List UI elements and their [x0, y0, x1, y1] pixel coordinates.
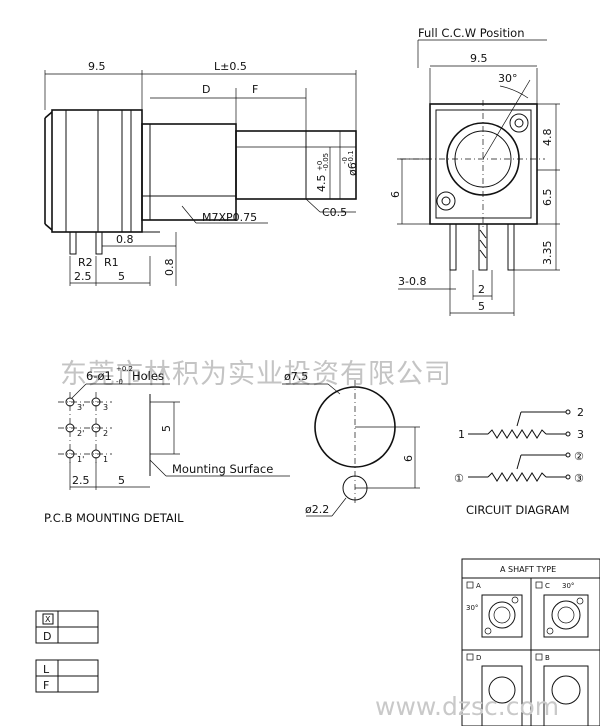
- shaft-cell-a-angle: 30°: [466, 604, 478, 612]
- watermark-url: www.dzsc.com: [375, 692, 559, 721]
- shaft-cell-c-angle: 30°: [562, 582, 574, 590]
- shaft-cell-a-label: A: [476, 582, 481, 590]
- shaft-cell-b-label: B: [545, 654, 550, 662]
- legend-row4: F: [43, 679, 49, 692]
- legend-row1-mark: X: [45, 615, 51, 624]
- front-view: Full C.C.W Position 9.5 30°: [389, 26, 560, 316]
- side-dim-body-width: 9.5: [88, 60, 106, 73]
- front-dim-pin-gap: 2: [478, 283, 485, 296]
- pcb-holes-tol-upper: +0.2: [116, 365, 133, 373]
- shaft-type-table: A SHAFT TYPE A 30° C 30° D B: [461, 558, 600, 726]
- side-dim-pin-pitch-b: 5: [118, 270, 125, 283]
- side-view: 9.5 L±0.5 D F ø6 -0 -0.1 4.5 +0 -0.05 M7…: [44, 60, 359, 286]
- pcb-dim-b: 5: [118, 474, 125, 487]
- side-dim-length: L±0.5: [214, 60, 247, 73]
- side-view-shaft: [235, 130, 357, 200]
- front-dim-upper: 4.8: [541, 129, 554, 147]
- front-dim-pin-side: 3-0.8: [398, 275, 426, 288]
- front-pin-left: [449, 223, 457, 271]
- front-dim-bottom: 5: [478, 300, 485, 313]
- side-dim-shaft-tol-upper: -0: [341, 157, 349, 164]
- circuit-caption: CIRCUIT DIAGRAM: [466, 503, 570, 517]
- legend-row3: L: [43, 663, 50, 676]
- circuit-label-1: 1: [458, 428, 465, 441]
- side-thread-label: M7XP0.75: [202, 211, 257, 224]
- shaft-cell-d-label: D: [476, 654, 481, 662]
- front-pin-right: [507, 223, 515, 271]
- side-view-bushing: [141, 123, 237, 221]
- pcb-pin-label: 1: [103, 455, 108, 464]
- legend-row2: D: [43, 630, 51, 643]
- pcb-caption: P.C.B MOUNTING DETAIL: [44, 511, 184, 525]
- pcb-pin-label: 3': [77, 403, 84, 412]
- side-dim-pin-height: 0.8: [163, 259, 176, 277]
- side-dim-d: D: [202, 83, 210, 96]
- circuit-diagram: 1 3 2 ① ③ ② CIRCUIT DIAGRAM: [454, 406, 584, 517]
- side-pin-label-r2: R2: [78, 256, 93, 269]
- pcb-pin-label: 1': [77, 455, 84, 464]
- pcb-pin-label: 2': [77, 429, 84, 438]
- pcb-holes-spec: 6-ø1: [86, 369, 112, 383]
- side-dim-flat-tol-lower: -0.05: [322, 153, 330, 171]
- knob-dia-bottom: ø2.2: [305, 503, 329, 516]
- front-dim-pin-len: 3.35: [541, 241, 554, 266]
- circuit-label-3-circled: ③: [574, 472, 584, 485]
- front-angle: 30°: [498, 72, 518, 85]
- pcb-mounting-detail: 6-ø1 +0.2 -0 Holes 3' 3 2' 2 1' 1 5 Moun…: [44, 365, 290, 525]
- side-dim-f: F: [252, 83, 258, 96]
- knob-dim-height: 6: [402, 455, 415, 462]
- front-title: Full C.C.W Position: [418, 26, 525, 40]
- front-mount-hole-top: [509, 113, 529, 133]
- pcb-dim-height: 5: [160, 425, 173, 432]
- pcb-mounting-surface: Mounting Surface: [172, 462, 273, 476]
- side-dim-pin-offset: 0.8: [116, 233, 134, 246]
- pcb-dim-a: 2.5: [72, 474, 90, 487]
- circuit-resistor-upper: [487, 429, 547, 439]
- pcb-holes-word: Holes: [132, 369, 164, 383]
- circuit-label-2-circled: ②: [574, 450, 584, 463]
- front-dim-lower: 6.5: [541, 189, 554, 207]
- knob-view: ø7.5 6 ø2.2: [282, 370, 420, 517]
- watermark-company: 东莞市林积为实业投资有限公司: [60, 359, 452, 390]
- legend-table: X D L F: [35, 610, 99, 693]
- circuit-label-3: 3: [577, 428, 584, 441]
- circuit-label-2: 2: [577, 406, 584, 419]
- side-dim-flat-tol-upper: +0: [316, 161, 324, 171]
- pcb-holes-tol-lower: -0: [116, 378, 123, 386]
- side-dim-shaft-tol-lower: -0.1: [347, 150, 355, 164]
- side-view-pin-right: [95, 231, 103, 255]
- shaft-cell-c-label: C: [545, 582, 550, 590]
- front-dim-left: 6: [389, 191, 402, 198]
- pcb-pin-label: 2: [103, 429, 108, 438]
- front-dim-width: 9.5: [470, 52, 488, 65]
- side-view-pin-left: [69, 231, 77, 255]
- shaft-table-title: A SHAFT TYPE: [500, 565, 556, 574]
- side-dim-flat: 4.5: [315, 175, 328, 193]
- front-view-body: [429, 103, 538, 225]
- knob-dia-top: ø7.5: [284, 370, 308, 383]
- side-pin-label-r1: R1: [104, 256, 119, 269]
- front-pin-center: [478, 223, 488, 271]
- circuit-resistor-lower: [487, 472, 547, 482]
- pcb-pin-label: 3: [103, 403, 108, 412]
- side-dim-pin-pitch-a: 2.5: [74, 270, 92, 283]
- circuit-label-1-circled: ①: [454, 472, 464, 485]
- side-chamfer-label: C0.5: [322, 206, 347, 219]
- front-mount-hole-bottom: [436, 191, 456, 211]
- side-dim-shaft-dia: ø6: [346, 162, 359, 176]
